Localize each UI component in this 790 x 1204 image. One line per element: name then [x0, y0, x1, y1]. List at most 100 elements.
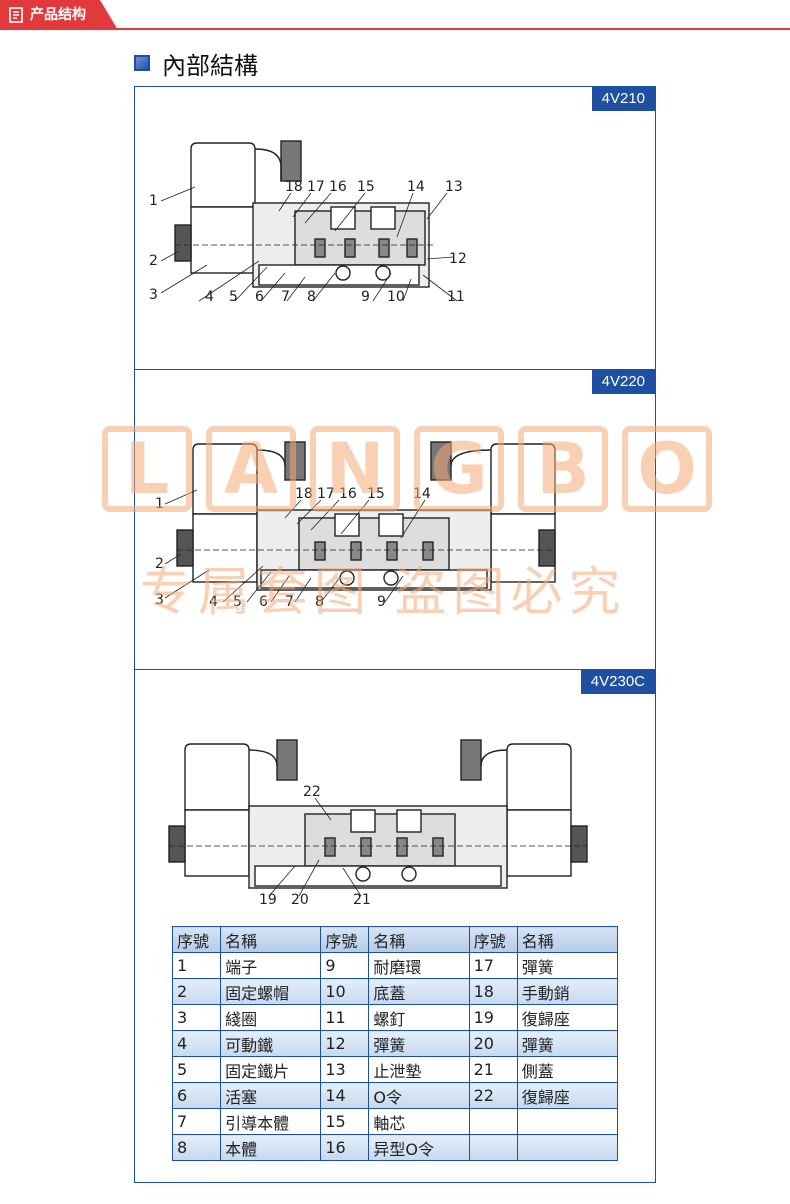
table-cell: 螺釘	[368, 1004, 470, 1031]
table-cell: 耐磨環	[368, 952, 470, 979]
table-row: 5 固定鐵片 13 止泄墊 21 側蓋	[171, 1056, 619, 1083]
callout-label: 3	[149, 287, 158, 303]
table-cell: 彈簧	[516, 952, 619, 979]
callout-label: 7	[281, 289, 290, 305]
table-cell	[516, 1134, 619, 1161]
callout-label: 4	[209, 594, 218, 610]
table-cell: 14	[320, 1082, 370, 1109]
column-header: 名稱	[516, 926, 619, 953]
page-title: 內部結構	[134, 48, 258, 80]
table-cell: 7	[171, 1108, 222, 1135]
table-cell: 3	[171, 1004, 222, 1031]
callout-label: 11	[447, 289, 465, 305]
table-cell: 异型O令	[368, 1134, 470, 1161]
callout-label: 4	[205, 289, 214, 305]
column-header: 序號	[320, 926, 370, 953]
table-cell: 引導本體	[220, 1108, 322, 1135]
table-row: 3 綫圈 11 螺釘 19 復歸座	[171, 1004, 619, 1031]
section-tab[interactable]: 产品结构	[0, 0, 118, 30]
column-header: 名稱	[220, 926, 322, 953]
table-cell: 1	[171, 952, 222, 979]
callout-label: 18	[285, 179, 303, 195]
table-cell: 20	[468, 1030, 518, 1057]
table-cell: 21	[468, 1056, 518, 1083]
document-icon	[9, 7, 23, 23]
diagram-panel-4v230c: 4V230C	[134, 669, 656, 1183]
table-row: 8 本體 16 异型O令	[171, 1134, 619, 1161]
header-divider	[0, 28, 790, 30]
callout-label: 16	[329, 179, 347, 195]
callout-label: 19	[259, 892, 277, 908]
callout-label: 1	[149, 193, 158, 209]
table-cell: 手動銷	[516, 978, 619, 1005]
table-cell: 11	[320, 1004, 370, 1031]
callout-label: 20	[291, 892, 309, 908]
table-cell: 9	[320, 952, 370, 979]
table-row: 4 可動鐵 12 彈簧 20 彈簧	[171, 1030, 619, 1057]
callout-label: 7	[285, 594, 294, 610]
diagram-panel-4v210: 4V210	[134, 86, 656, 370]
table-cell: 可動鐵	[220, 1030, 322, 1057]
table-cell: 止泄墊	[368, 1056, 470, 1083]
table-row: 2 固定螺帽 10 底蓋 18 手動銷	[171, 978, 619, 1005]
table-cell: 本體	[220, 1134, 322, 1161]
table-cell: 6	[171, 1082, 222, 1109]
table-cell: 軸芯	[368, 1108, 470, 1135]
table-row: 1 端子 9 耐磨環 17 彈簧	[171, 952, 619, 979]
table-cell: 固定螺帽	[220, 978, 322, 1005]
callout-label: 9	[377, 594, 386, 610]
table-cell: 5	[171, 1056, 222, 1083]
model-tag: 4V220	[591, 370, 655, 394]
valve-diagram: 1 2 3 18 17 16 15 14 4 5 6 7 8 9	[155, 441, 556, 610]
callout-label: 17	[317, 486, 335, 502]
table-header-row: 序號 名稱 序號 名稱 序號 名稱	[171, 926, 619, 953]
table-cell: 18	[468, 978, 518, 1005]
table-cell: 側蓋	[516, 1056, 619, 1083]
valve-diagram: 1 2 3 18 17 16 15 14 13 12 4 5 6 7 8 9 1…	[149, 140, 467, 305]
table-cell: 復歸座	[516, 1082, 619, 1109]
callout-label: 2	[149, 253, 158, 269]
table-cell	[468, 1108, 518, 1135]
table-cell: 17	[468, 952, 518, 979]
table-cell: 8	[171, 1134, 222, 1161]
table-cell	[516, 1108, 619, 1135]
table-cell: 活塞	[220, 1082, 322, 1109]
table-cell: 15	[320, 1108, 370, 1135]
callout-label: 3	[155, 592, 164, 608]
table-cell: 底蓋	[368, 978, 470, 1005]
callout-label: 6	[255, 289, 264, 305]
callout-label: 15	[357, 179, 375, 195]
page-title-text: 內部結構	[162, 51, 258, 80]
table-cell	[468, 1134, 518, 1161]
callout-label: 5	[229, 289, 238, 305]
section-tab-label: 产品结构	[30, 7, 86, 23]
table-cell: 19	[468, 1004, 518, 1031]
callout-label: 17	[307, 179, 325, 195]
table-row: 7 引導本體 15 軸芯	[171, 1108, 619, 1135]
callout-label: 14	[413, 486, 431, 502]
table-cell: 13	[320, 1056, 370, 1083]
callout-label: 5	[233, 594, 242, 610]
table-cell: 綫圈	[220, 1004, 322, 1031]
valve-diagram: 22 19 20 21	[168, 739, 588, 908]
table-row: 6 活塞 14 O令 22 復歸座	[171, 1082, 619, 1109]
parts-table: 序號 名稱 序號 名稱 序號 名稱 1 端子 9 耐磨環 17 彈簧 2 固定螺…	[171, 926, 619, 1161]
header-bar: 产品结构	[0, 0, 790, 30]
column-header: 序號	[468, 926, 518, 953]
callout-label: 9	[361, 289, 370, 305]
callout-label: 12	[449, 251, 467, 267]
table-cell: 彈簧	[368, 1030, 470, 1057]
table-cell: 22	[468, 1082, 518, 1109]
callout-label: 10	[387, 289, 405, 305]
column-header: 序號	[171, 926, 222, 953]
diagram-panel-4v220: 4V220	[134, 369, 656, 669]
table-cell: 端子	[220, 952, 322, 979]
table-cell: 2	[171, 978, 222, 1005]
callout-label: 14	[407, 179, 425, 195]
callout-label: 6	[259, 594, 268, 610]
bullet-square-icon	[134, 55, 150, 71]
column-header: 名稱	[368, 926, 470, 953]
callout-label: 8	[307, 289, 316, 305]
table-cell: 固定鐵片	[220, 1056, 322, 1083]
callout-label: 8	[315, 594, 324, 610]
